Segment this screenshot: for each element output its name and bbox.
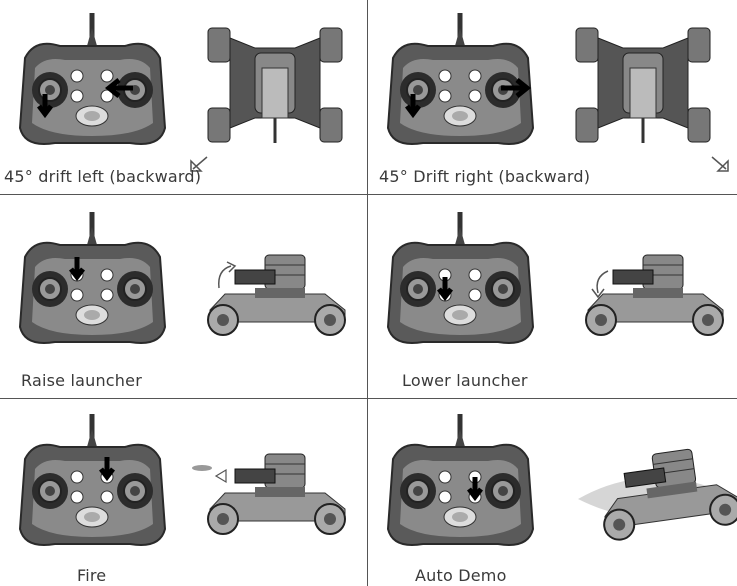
caption: Auto Demo bbox=[415, 566, 507, 585]
arrow-down-icon bbox=[467, 477, 483, 502]
panel-fire: Fire bbox=[0, 399, 367, 586]
divider-column bbox=[367, 0, 368, 586]
caption: 45° Drift right (backward) bbox=[379, 167, 591, 186]
panel-lower-launcher: Lower launcher bbox=[368, 195, 735, 398]
panel-auto-demo: Auto Demo bbox=[368, 399, 737, 586]
caption: 45° drift left (backward) bbox=[4, 167, 202, 186]
missile-icon bbox=[192, 465, 227, 484]
remote-controller-icon bbox=[383, 8, 543, 158]
panel-drift-right: 45° Drift right (backward) bbox=[368, 0, 735, 194]
direction-arrow-icon bbox=[711, 156, 729, 172]
remote-controller-icon bbox=[15, 409, 175, 559]
arrow-down-icon bbox=[37, 94, 53, 119]
remote-controller-icon bbox=[383, 409, 543, 559]
remote-controller-icon bbox=[383, 207, 543, 357]
remote-controller-icon bbox=[15, 8, 175, 158]
divider-row-2 bbox=[0, 398, 737, 399]
panel-raise-launcher: Raise launcher bbox=[0, 195, 367, 398]
caption: Fire bbox=[77, 566, 107, 585]
rotate-down-arrow-icon bbox=[591, 270, 609, 299]
arrow-left-icon bbox=[104, 78, 133, 98]
caption: Raise launcher bbox=[21, 371, 142, 390]
panel-drift-left: 45° drift left (backward) bbox=[0, 0, 367, 194]
arrow-right-icon bbox=[501, 78, 532, 98]
divider-row-1 bbox=[0, 194, 737, 195]
car-spinning-image bbox=[578, 442, 737, 543]
direction-arrow-icon bbox=[190, 156, 208, 172]
arrow-down-icon bbox=[437, 277, 453, 302]
rotate-up-arrow-icon bbox=[218, 261, 237, 289]
remote-controller-icon bbox=[15, 207, 175, 357]
car-top-view-image bbox=[574, 26, 712, 145]
arrow-down-icon bbox=[99, 457, 115, 482]
arrow-down-icon bbox=[69, 257, 85, 282]
caption: Lower launcher bbox=[402, 371, 528, 390]
arrow-down-icon bbox=[405, 94, 421, 119]
car-top-view-image bbox=[206, 26, 344, 145]
